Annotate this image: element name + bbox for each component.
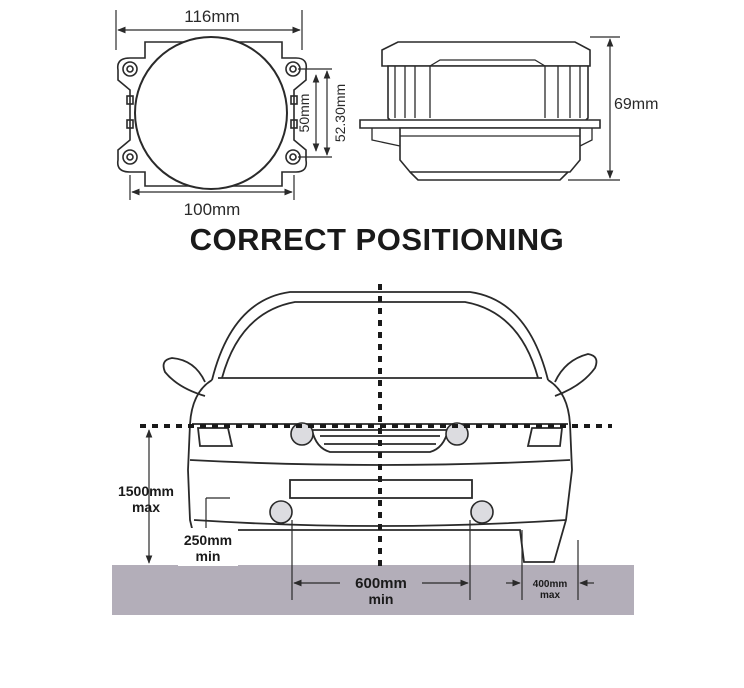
max-height-qualifier: max	[132, 499, 160, 515]
edge-value: 400mm	[533, 579, 568, 590]
section-heading: CORRECT POSITIONING	[190, 222, 565, 257]
fog-lamp-right	[470, 500, 494, 524]
ground	[112, 565, 634, 615]
width-dimension-label: 116mm	[184, 7, 239, 26]
spacing-value: 600mm	[355, 575, 407, 592]
spacing-qualifier: min	[369, 591, 394, 607]
outer-height-label: 52.30mm	[332, 84, 348, 142]
bottom-dimension-label: 100mm	[184, 200, 241, 219]
upper-light-right	[445, 422, 469, 446]
fog-lamp-left	[269, 500, 293, 524]
side-height-label: 69mm	[614, 96, 658, 113]
edge-qualifier: max	[540, 590, 560, 601]
inner-height-label: 50mm	[296, 94, 312, 133]
max-height-value: 1500mm	[118, 483, 174, 499]
lamp-side-view	[359, 41, 601, 181]
min-height-value: 250mm	[184, 532, 232, 548]
lamp-front-view	[116, 36, 308, 190]
min-height-qualifier: min	[196, 548, 221, 564]
upper-light-left	[290, 422, 314, 446]
